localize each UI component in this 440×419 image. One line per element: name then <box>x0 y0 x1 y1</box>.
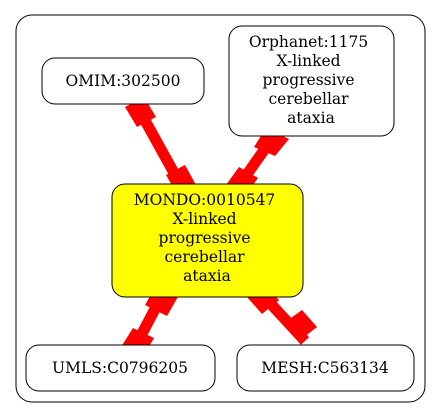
node-mesh[interactable]: MESH:C563134 <box>236 344 415 392</box>
svg-text:OMIM:302500: OMIM:302500 <box>66 72 181 90</box>
node-orphanet-line-5: ataxia <box>287 109 335 127</box>
svg-text:MONDO:0010547 X-linked: MONDO:0010547 X-linked progressive cereb… <box>134 191 280 285</box>
node-mondo-line-4: cerebellar <box>164 248 245 266</box>
node-umls-label: UMLS:C0796205 <box>52 359 188 377</box>
node-mesh-label: MESH:C563134 <box>261 359 389 377</box>
node-omim-label: OMIM:302500 <box>66 72 181 90</box>
svg-text:Orphanet:1175 X-linked: Orphanet:1175 X-linked progressive cereb… <box>249 33 373 127</box>
edge-mondo-mesh-start-marker <box>284 310 317 341</box>
node-orphanet-line-2: X-linked <box>276 52 340 70</box>
node-mondo-line-3: progressive <box>159 229 251 247</box>
svg-text:UMLS:C0796205: UMLS:C0796205 <box>52 359 188 377</box>
node-omim[interactable]: OMIM:302500 <box>41 57 205 105</box>
node-orphanet[interactable]: Orphanet:1175 X-linked progressive cereb… <box>228 25 395 137</box>
node-orphanet-line-3: progressive <box>263 71 355 89</box>
node-mondo[interactable]: MONDO:0010547 X-linked progressive cereb… <box>111 183 304 298</box>
node-umls[interactable]: UMLS:C0796205 <box>25 344 216 392</box>
node-orphanet-line-1: Orphanet:1175 <box>249 33 368 51</box>
node-mondo-line-2: X-linked <box>172 210 236 228</box>
node-mondo-line-1: MONDO:0010547 <box>134 191 276 209</box>
node-mondo-line-5: ataxia <box>183 267 231 285</box>
svg-text:MESH:C563134: MESH:C563134 <box>261 359 389 377</box>
node-orphanet-line-4: cerebellar <box>268 90 349 108</box>
